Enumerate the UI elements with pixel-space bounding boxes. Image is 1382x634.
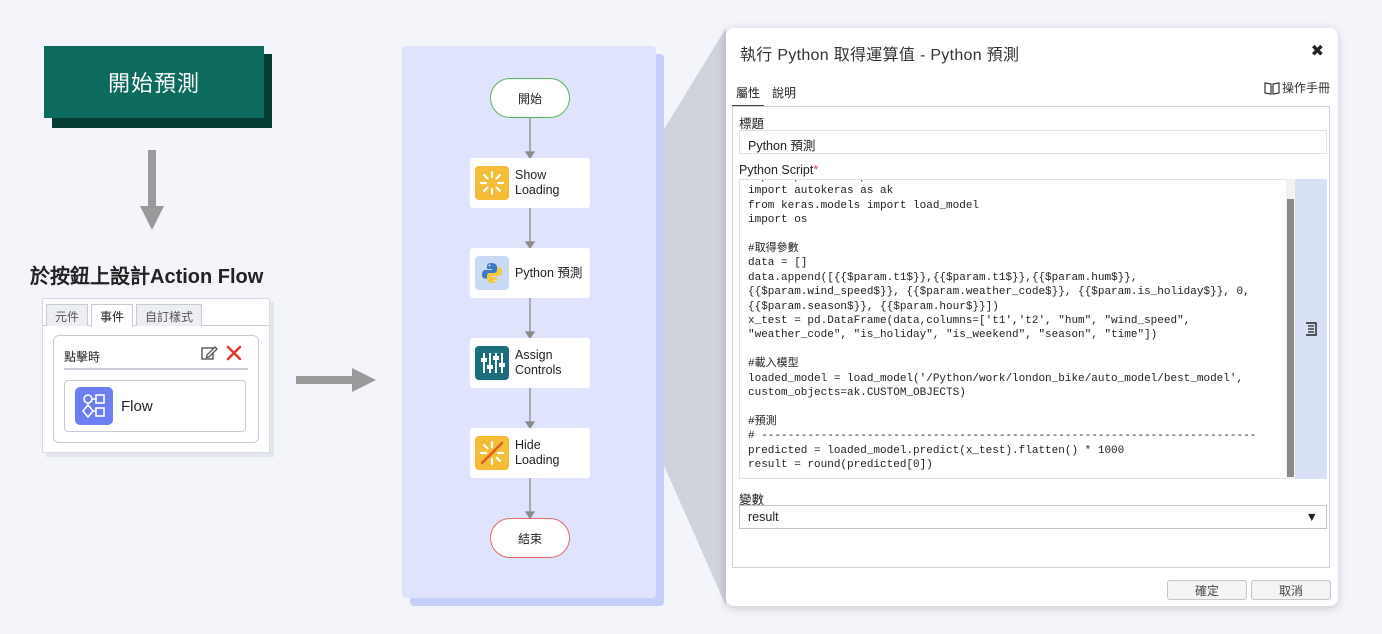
flow-node-assign-controls[interactable]: Assign Controls <box>470 338 590 388</box>
manual-label: 操作手冊 <box>1281 81 1330 95</box>
delete-icon[interactable] <box>224 343 244 363</box>
python-icon <box>475 256 509 290</box>
dialog-tabs: 屬性 說明 <box>732 82 804 107</box>
tab-properties[interactable]: 屬性 <box>732 82 765 107</box>
flow-label: Flow <box>121 397 153 415</box>
variable-value: result <box>748 510 779 524</box>
script-label-text: Python Script <box>739 163 814 177</box>
required-mark: * <box>813 163 819 177</box>
tab-component[interactable]: 元件 <box>46 304 89 326</box>
node-label-line2: Loading <box>515 453 560 467</box>
event-label: 點擊時 <box>64 350 101 364</box>
loading-icon <box>475 166 509 200</box>
node-label-line1: Hide <box>515 438 541 452</box>
scroll-expand-icon <box>1306 322 1317 336</box>
tab-custom-style[interactable]: 自訂樣式 <box>136 304 203 326</box>
node-label-line1: Python 預測 <box>515 265 583 280</box>
hide-loading-icon <box>475 436 509 470</box>
title-input[interactable]: Python 預測 <box>739 130 1327 154</box>
confirm-button[interactable]: 確定 <box>1167 580 1247 600</box>
variable-select[interactable]: result ▼ <box>739 505 1327 529</box>
cancel-button[interactable]: 取消 <box>1251 580 1331 600</box>
node-label-line2: Loading <box>515 183 560 197</box>
edit-icon[interactable] <box>200 344 218 362</box>
variable-label: 變數 <box>739 493 765 507</box>
flow-canvas: 開始 Show Loading <box>402 46 656 598</box>
start-predict-button[interactable]: 開始預測 <box>44 46 264 118</box>
event-box: 點擊時 Flow <box>53 335 259 443</box>
node-label-line1: Show <box>515 168 547 182</box>
flow-start-node[interactable]: 開始 <box>490 78 570 118</box>
flow-node-show-loading[interactable]: Show Loading <box>470 158 590 208</box>
flow-item[interactable]: Flow <box>64 380 246 432</box>
flow-end-node[interactable]: 結束 <box>490 518 570 558</box>
tab-description[interactable]: 說明 <box>772 86 797 100</box>
design-title: 於按鈕上設計Action Flow <box>30 266 264 288</box>
tab-event[interactable]: 事件 <box>91 304 134 327</box>
title-label: 標題 <box>739 117 765 131</box>
script-scrollbar-thumb[interactable] <box>1287 199 1294 477</box>
sliders-icon <box>475 346 509 380</box>
node-label-line1: Assign <box>515 348 553 362</box>
flow-connectors <box>524 118 536 520</box>
component-panel: 元件 事件 自訂樣式 點擊時 Flow <box>42 298 270 453</box>
flow-icon <box>75 387 113 425</box>
event-divider <box>64 368 248 370</box>
python-script-editor[interactable]: import pandas as pd import autokeras as … <box>739 179 1287 479</box>
flow-node-python-predict[interactable]: Python 預測 <box>470 248 590 298</box>
close-icon[interactable]: ✖ <box>1310 43 1324 60</box>
manual-link[interactable]: 操作手冊 <box>1264 79 1330 96</box>
dialog-title: 執行 Python 取得運算值 - Python 預測 <box>740 47 1020 64</box>
python-script-text: import pandas as pd import autokeras as … <box>748 180 1257 472</box>
node-label-line2: Controls <box>515 363 562 377</box>
script-label: Python Script* <box>739 163 818 177</box>
script-side-panel[interactable] <box>1295 179 1327 479</box>
python-dialog: 執行 Python 取得運算值 - Python 預測 ✖ 屬性 說明 操作手冊… <box>726 28 1338 606</box>
down-arrow-icon <box>140 150 164 230</box>
flow-node-hide-loading[interactable]: Hide Loading <box>470 428 590 478</box>
chevron-down-icon: ▼ <box>1305 510 1318 524</box>
book-icon <box>1264 81 1280 95</box>
dialog-body: 標題 Python 預測 Python Script* import panda… <box>732 106 1330 568</box>
right-arrow-icon <box>296 368 376 392</box>
panel-tabs: 元件 事件 自訂樣式 <box>43 299 269 327</box>
